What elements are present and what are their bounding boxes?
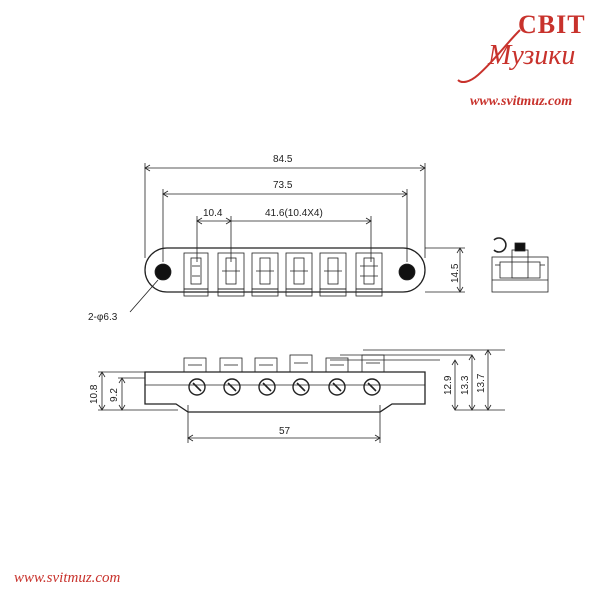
saddle-side-2 bbox=[219, 357, 243, 373]
bridge-body-side bbox=[144, 371, 426, 413]
mount-hole-right bbox=[398, 263, 416, 281]
dim-side-h2: 9.2 bbox=[109, 388, 120, 402]
saddle-top-1 bbox=[183, 252, 209, 297]
logo-swoosh bbox=[457, 29, 521, 84]
logo-script-text: Музики bbox=[488, 40, 576, 71]
bridge-body-top bbox=[144, 247, 426, 293]
saddle-side-4 bbox=[289, 354, 313, 373]
screw-6 bbox=[363, 378, 381, 396]
screw-2 bbox=[223, 378, 241, 396]
dim-side-h4: 13.3 bbox=[460, 375, 471, 395]
saddle-top-3 bbox=[251, 252, 279, 297]
dim-string-spacing: 10.4 bbox=[203, 208, 223, 219]
dim-holes: 2-φ6.3 bbox=[88, 312, 118, 323]
screw-1 bbox=[188, 378, 206, 396]
dim-overall-length: 84.5 bbox=[273, 154, 293, 165]
dim-saddle-span: 41.6(10.4X4) bbox=[265, 208, 323, 219]
screw-5 bbox=[328, 378, 346, 396]
site-url-bottom[interactable]: www.svitmuz.com bbox=[14, 570, 121, 586]
screw-4 bbox=[292, 378, 310, 396]
dim-height: 14.5 bbox=[450, 263, 461, 283]
saddle-side-1 bbox=[183, 357, 207, 373]
saddle-top-4 bbox=[285, 252, 313, 297]
dim-side-h1: 10.8 bbox=[89, 384, 100, 404]
saddle-top-5 bbox=[319, 252, 347, 297]
saddle-side-6 bbox=[361, 354, 385, 373]
dim-post-spacing: 73.5 bbox=[273, 180, 293, 191]
dim-side-h5: 13.7 bbox=[476, 373, 487, 393]
dim-side-h3: 12.9 bbox=[443, 375, 454, 395]
screw-3 bbox=[258, 378, 276, 396]
saddle-side-3 bbox=[254, 357, 278, 373]
saddle-top-2 bbox=[217, 252, 245, 297]
saddle-top-6 bbox=[355, 252, 383, 297]
dim-base-length: 57 bbox=[279, 426, 291, 437]
site-url-top[interactable]: www.svitmuz.com bbox=[470, 94, 573, 109]
logo-top-text: СВІТ bbox=[518, 10, 586, 39]
saddle-side-5 bbox=[325, 357, 349, 373]
mount-hole-left bbox=[154, 263, 172, 281]
bridge-end-view bbox=[491, 237, 549, 293]
